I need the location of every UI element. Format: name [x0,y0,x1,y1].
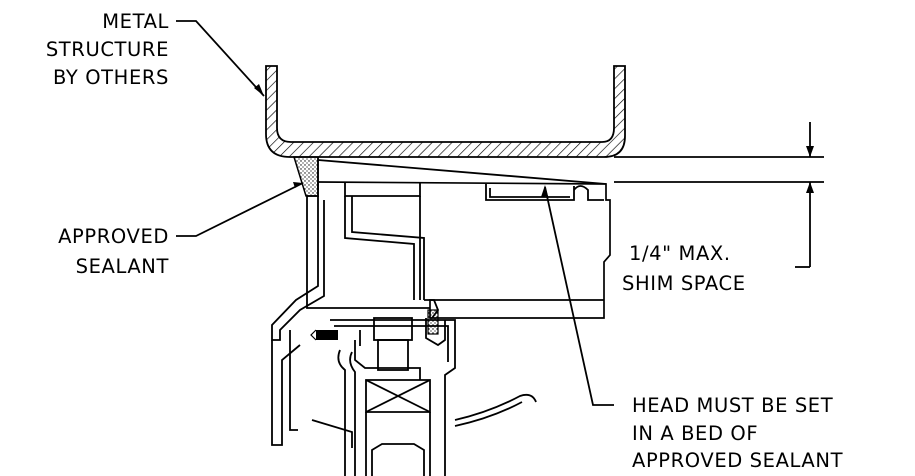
leader-head-note [541,185,614,406]
label-head-note: HEAD MUST BE SET IN A BED OF APPROVED SE… [632,394,843,472]
leader-approved-sealant [176,182,304,237]
shim-space-line-2: SHIM SPACE [622,272,746,295]
metal-structure-channel [265,65,626,158]
metal-structure-line-1: METAL [102,10,169,33]
leader-metal-structure [176,20,265,97]
head-note-line-3: APPROVED SEALANT [632,449,843,472]
metal-structure-line-3: BY OTHERS [53,66,169,89]
sash-assembly [310,299,537,476]
label-approved-sealant: APPROVED SEALANT [58,225,169,278]
shim-space-line-1: 1/4" MAX. [629,242,731,265]
dimension-shim-space [614,122,824,268]
sealant-bead [292,156,319,197]
label-shim-space: 1/4" MAX. SHIM SPACE [622,242,746,295]
label-metal-structure: METAL STRUCTURE BY OTHERS [46,10,169,89]
metal-structure-line-2: STRUCTURE [46,38,169,61]
head-note-line-1: HEAD MUST BE SET [632,394,833,417]
approved-sealant-line-1: APPROVED [58,225,169,248]
head-frame-profile [271,181,611,446]
head-note-line-2: IN A BED OF [632,422,758,445]
approved-sealant-line-2: SEALANT [76,255,169,278]
